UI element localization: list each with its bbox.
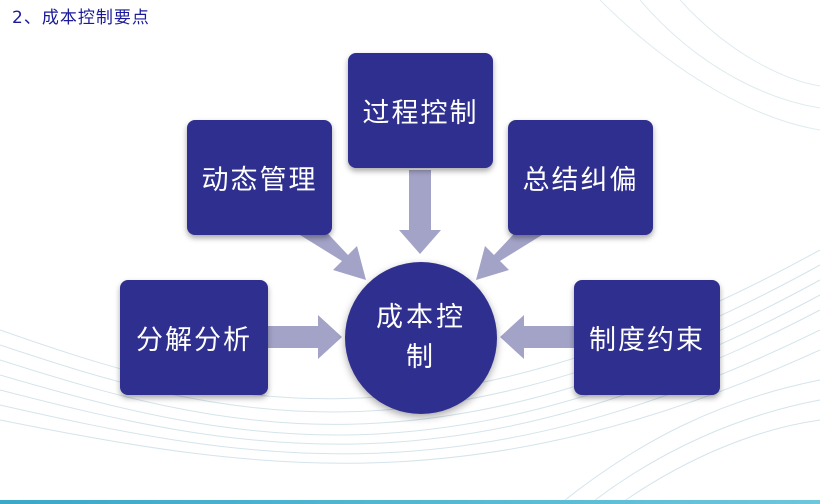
- arrow-from-top-left: [300, 221, 366, 280]
- arrow-from-top: [399, 170, 441, 254]
- node-process-control[interactable]: 过程控制: [348, 53, 493, 168]
- node-decomposition-analysis[interactable]: 分解分析: [120, 280, 268, 395]
- node-summary-correction[interactable]: 总结纠偏: [508, 120, 653, 235]
- slide-heading: 2、成本控制要点: [12, 8, 150, 28]
- node-institutional-constraints[interactable]: 制度约束: [574, 280, 720, 395]
- bottom-accent-bar: [0, 500, 820, 504]
- arrow-from-top-right: [476, 221, 542, 280]
- node-dynamic-management[interactable]: 动态管理: [187, 120, 332, 235]
- center-node-label: 成本控制: [376, 302, 466, 373]
- arrow-from-left: [268, 315, 342, 359]
- center-node-cost-control[interactable]: 成本控制: [345, 262, 497, 414]
- arrow-from-right: [500, 315, 574, 359]
